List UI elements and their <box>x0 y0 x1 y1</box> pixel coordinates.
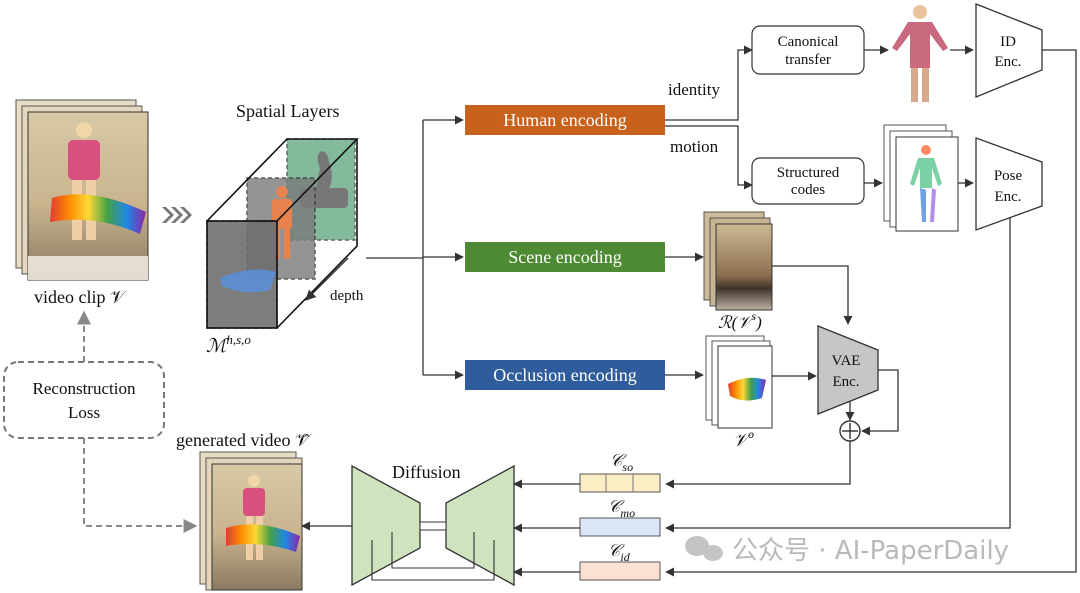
human-encoding-box <box>465 105 665 135</box>
vae-enc-line-1: VAE <box>832 353 861 369</box>
canonical-line-2: transfer <box>785 52 831 68</box>
reconstruction-loss-box <box>3 361 165 439</box>
human-encoding-label: Human encoding <box>503 110 626 130</box>
watermark-text: 公众号 · AI-PaperDaily <box>732 536 1009 566</box>
structured-codes-box <box>751 157 865 205</box>
structured-line-1: Structured <box>777 165 840 181</box>
mask-label: ℳh,s,o <box>206 332 251 357</box>
occlusion-encoding-box <box>465 360 665 390</box>
occlusion-output-stack <box>705 335 773 429</box>
condition-code-so: 𝒞so <box>579 451 661 493</box>
pose-image-stack <box>883 124 959 232</box>
pose-enc-line-1: Pose <box>994 168 1023 184</box>
spatial-title: Spatial Layers <box>236 101 339 121</box>
depth-label: depth <box>330 288 364 304</box>
canonical-line-1: Canonical <box>778 34 839 50</box>
diffusion-unet <box>351 464 515 587</box>
canonical-person-image <box>892 5 948 102</box>
loss-line-2: Loss <box>68 403 100 422</box>
watermark: 公众号 · AI-PaperDaily <box>685 536 1009 566</box>
pose-encoder <box>975 137 1043 231</box>
generated-label: generated video 𝒱̂ <box>176 430 313 450</box>
scene-encoding-label: Scene encoding <box>508 247 621 267</box>
identity-label: identity <box>668 80 720 99</box>
occlusion-output-label: 𝒱o <box>733 427 754 450</box>
pose-enc-line-2: Enc. <box>994 189 1021 205</box>
spatial-layers-cube <box>206 138 359 329</box>
occlusion-encoding-label: Occlusion encoding <box>493 365 636 385</box>
scene-output-stack <box>703 211 773 311</box>
loss-line-1: Reconstruction <box>33 379 136 398</box>
motion-label: motion <box>670 137 719 156</box>
generated-video-stack <box>199 451 303 591</box>
diffusion-label: Diffusion <box>392 462 461 482</box>
id-enc-line-2: Enc. <box>994 54 1021 70</box>
id-enc-line-1: ID <box>1000 34 1016 50</box>
code-so-label: 𝒞so <box>610 451 633 474</box>
sum-operator-icon <box>839 420 861 442</box>
condition-code-mo: 𝒞mo <box>579 497 661 537</box>
chat-bubble-icon <box>685 536 723 561</box>
scene-output-label: ℛ(𝒱s) <box>718 309 762 332</box>
scene-encoding-box <box>465 242 665 272</box>
condition-code-id: 𝒞id <box>579 541 661 581</box>
code-id-label: 𝒞id <box>608 541 631 564</box>
chevron-arrows-icon <box>162 207 192 223</box>
depth-arrow <box>305 257 349 301</box>
input-label: video clip 𝒱 <box>34 287 128 307</box>
vae-enc-line-2: Enc. <box>832 374 859 390</box>
id-encoder <box>975 3 1043 98</box>
code-mo-label: 𝒞mo <box>608 497 635 520</box>
structured-line-2: codes <box>791 182 825 198</box>
vae-encoder <box>817 325 879 415</box>
input-video-stack <box>15 99 149 281</box>
